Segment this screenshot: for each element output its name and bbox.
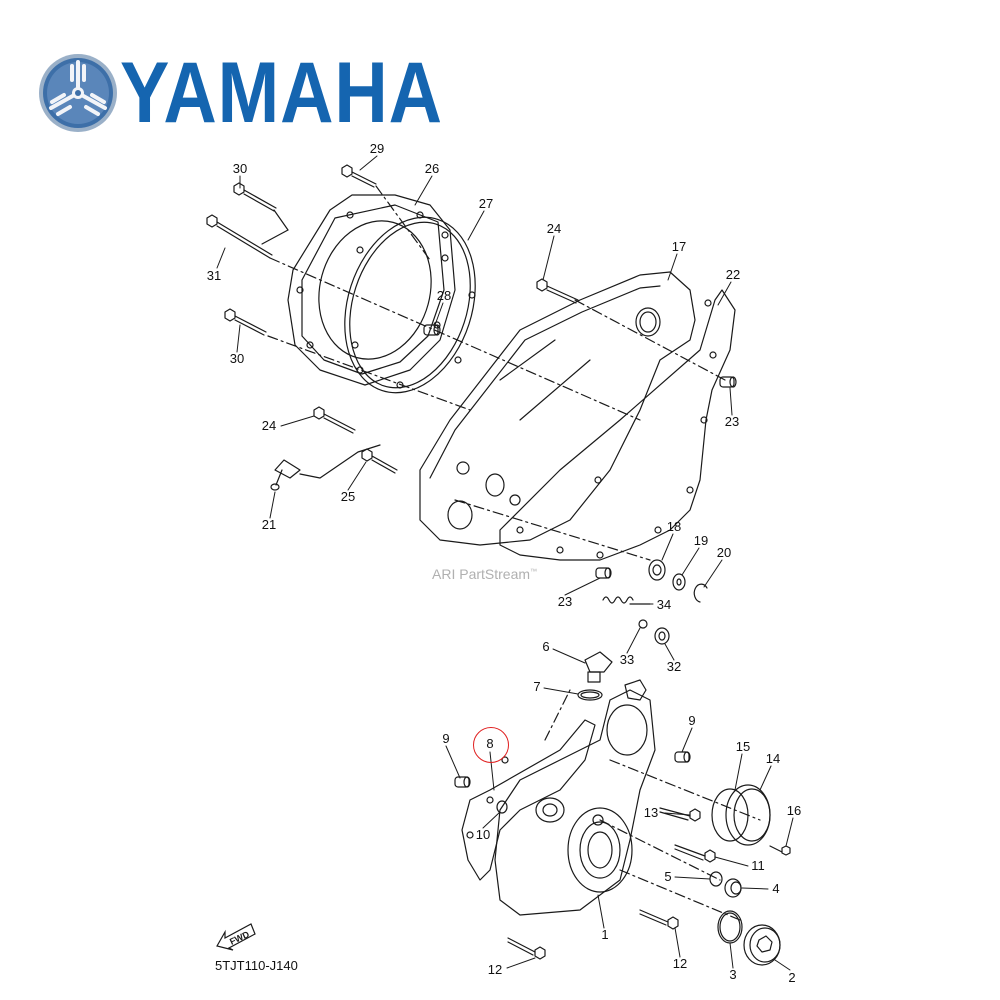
callout-part-32[interactable]: 32 [666,659,682,674]
callout-part-26[interactable]: 26 [424,161,440,176]
callout-part-11[interactable]: 11 [751,858,765,873]
callout-part-1[interactable]: 1 [601,927,609,942]
callout-part-4[interactable]: 4 [772,881,780,896]
callout-part-28[interactable]: 28 [436,288,452,303]
filler-plug-oring [577,651,647,701]
callout-part-10[interactable]: 10 [475,827,491,842]
bolts-lower-left [270,406,398,491]
bolts-part-12 [507,909,679,960]
leader-lines [216,155,794,971]
callout-part-30[interactable]: 30 [229,351,245,366]
forward-direction-icon: FWD [216,923,256,951]
crankcase-cover-part-17 [419,271,696,546]
watermark: ARI PartStream™ [432,566,538,582]
callout-part-15[interactable]: 15 [735,739,751,754]
callout-part-5[interactable]: 5 [664,869,672,884]
callout-part-8[interactable]: 8 [486,736,494,751]
dowel-part-28 [423,324,441,336]
callout-part-34[interactable]: 34 [656,597,672,612]
callout-part-19[interactable]: 19 [693,533,709,548]
bolts-upper-left [206,164,377,336]
callout-part-20[interactable]: 20 [716,545,732,560]
callout-part-14[interactable]: 14 [765,751,781,766]
callout-part-9[interactable]: 9 [442,731,450,746]
bearing-washer-clip [648,559,708,603]
callout-part-12[interactable]: 12 [487,962,503,977]
bolt-part-24-upper [536,278,579,304]
callout-part-16[interactable]: 16 [786,803,802,818]
tuning-fork-emblem-icon [39,54,117,132]
callout-part-33[interactable]: 33 [619,652,635,667]
assembly-centerlines [267,185,761,921]
callout-part-30[interactable]: 30 [232,161,248,176]
callout-part-13[interactable]: 13 [643,805,659,820]
callout-part-17[interactable]: 17 [671,239,687,254]
callout-part-24[interactable]: 24 [261,418,277,433]
dowel-part-23-upper [719,376,737,388]
gasket-part-8 [461,719,596,881]
callout-part-18[interactable]: 18 [666,519,682,534]
diagram-code: 5TJT110-J140 [215,958,298,973]
clutch-cover-part-26 [287,194,456,386]
yamaha-logo [39,54,117,132]
callout-part-27[interactable]: 27 [478,196,494,211]
callout-part-23[interactable]: 23 [724,414,740,429]
callout-part-12[interactable]: 12 [672,956,688,971]
callout-part-29[interactable]: 29 [369,141,385,156]
bolts-and-cap-right [659,784,791,863]
callout-part-9[interactable]: 9 [688,713,696,728]
cover-part-1 [494,689,656,916]
gasket-part-22 [499,289,736,561]
callout-part-6[interactable]: 6 [542,639,550,654]
brand-wordmark: YAMAHA [120,45,443,141]
drain-plugs-orings [709,871,781,966]
callout-part-7[interactable]: 7 [533,679,541,694]
callout-part-23[interactable]: 23 [557,594,573,609]
callout-part-2[interactable]: 2 [788,970,796,985]
callout-part-21[interactable]: 21 [261,517,277,532]
gasket-part-27 [344,216,476,394]
highlight-circle-part-8 [473,727,509,763]
callout-part-22[interactable]: 22 [725,267,741,282]
dowels-9-oring-10 [454,751,691,814]
callout-part-24[interactable]: 24 [546,221,562,236]
callout-part-3[interactable]: 3 [729,967,737,982]
callout-part-25[interactable]: 25 [340,489,356,504]
callout-part-31[interactable]: 31 [206,268,222,283]
